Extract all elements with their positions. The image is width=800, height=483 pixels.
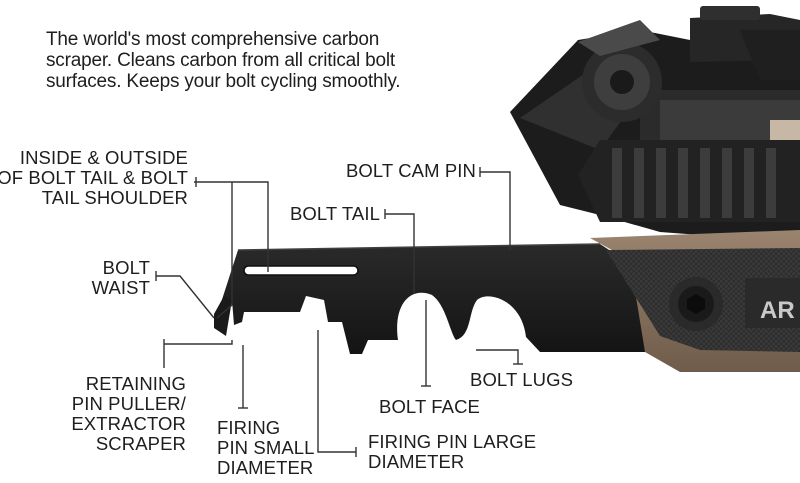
callout-line: DIAMETER [368, 451, 465, 472]
leader-bolt-cam-pin [480, 171, 511, 250]
product-badge: AR [760, 297, 795, 324]
callout-line: RETAINING [85, 373, 186, 394]
callout-line: OF BOLT TAIL & BOLT [0, 167, 188, 188]
callout-bolt-cam-pin: BOLT CAM PIN [346, 161, 476, 181]
leader-bolt-tail-outside [216, 182, 233, 319]
tan-handle [590, 230, 800, 372]
callout-line: BOLT LUGS [470, 369, 574, 390]
callout-retaining-pin-puller: RETAINING PIN PULLER/ EXTRACTOR SCRAPER [71, 374, 186, 454]
intro-line: scraper. Cleans carbon from all critical… [46, 50, 395, 71]
callout-line: EXTRACTOR [71, 413, 186, 434]
leader-bolt-lugs [476, 349, 519, 364]
intro-line: surfaces. Keeps your bolt cycling smooth… [46, 71, 401, 92]
callout-line: TAIL SHOULDER [41, 187, 188, 208]
ribbed-clamp [578, 140, 800, 222]
callout-bolt-tail-inside-outside: INSIDE & OUTSIDE OF BOLT TAIL & BOLT TAI… [0, 148, 188, 208]
callout-line: BOLT [102, 257, 150, 278]
intro-paragraph: The world's most comprehensive carbon sc… [46, 29, 446, 92]
callout-line: PIN SMALL [217, 437, 315, 458]
callout-bolt-tail: BOLT TAIL [290, 204, 380, 224]
callout-firing-pin-small: FIRING PIN SMALL DIAMETER [217, 418, 315, 478]
callout-line: BOLT FACE [379, 396, 480, 417]
callout-line: WAIST [91, 277, 150, 298]
scraper-blade [214, 243, 650, 354]
callout-line: SCRAPER [95, 433, 186, 454]
callout-line: BOLT CAM PIN [345, 160, 476, 181]
callout-bolt-face: BOLT FACE [379, 397, 480, 417]
callout-bolt-waist: BOLT WAIST [92, 258, 150, 298]
callout-line: FIRING [217, 417, 281, 438]
callout-line: PIN PULLER/ [71, 393, 186, 414]
leader-bolt-waist [156, 275, 215, 319]
leader-firing-pin-large [317, 330, 356, 453]
callout-firing-pin-large: FIRING PIN LARGE DIAMETER [368, 432, 536, 472]
leader-lines [155, 167, 523, 457]
callout-line: FIRING PIN LARGE [368, 431, 537, 452]
callout-bolt-lugs: BOLT LUGS [470, 370, 573, 390]
intro-line: The world's most comprehensive carbon [46, 29, 380, 50]
leader-retaining-pin [164, 340, 233, 345]
callout-line: INSIDE & OUTSIDE [19, 147, 188, 168]
leader-bolt-tail [385, 213, 415, 294]
leader-bolt-tail-inside-outside [194, 181, 269, 272]
callout-line: DIAMETER [217, 457, 314, 478]
callout-line: BOLT TAIL [289, 203, 380, 224]
